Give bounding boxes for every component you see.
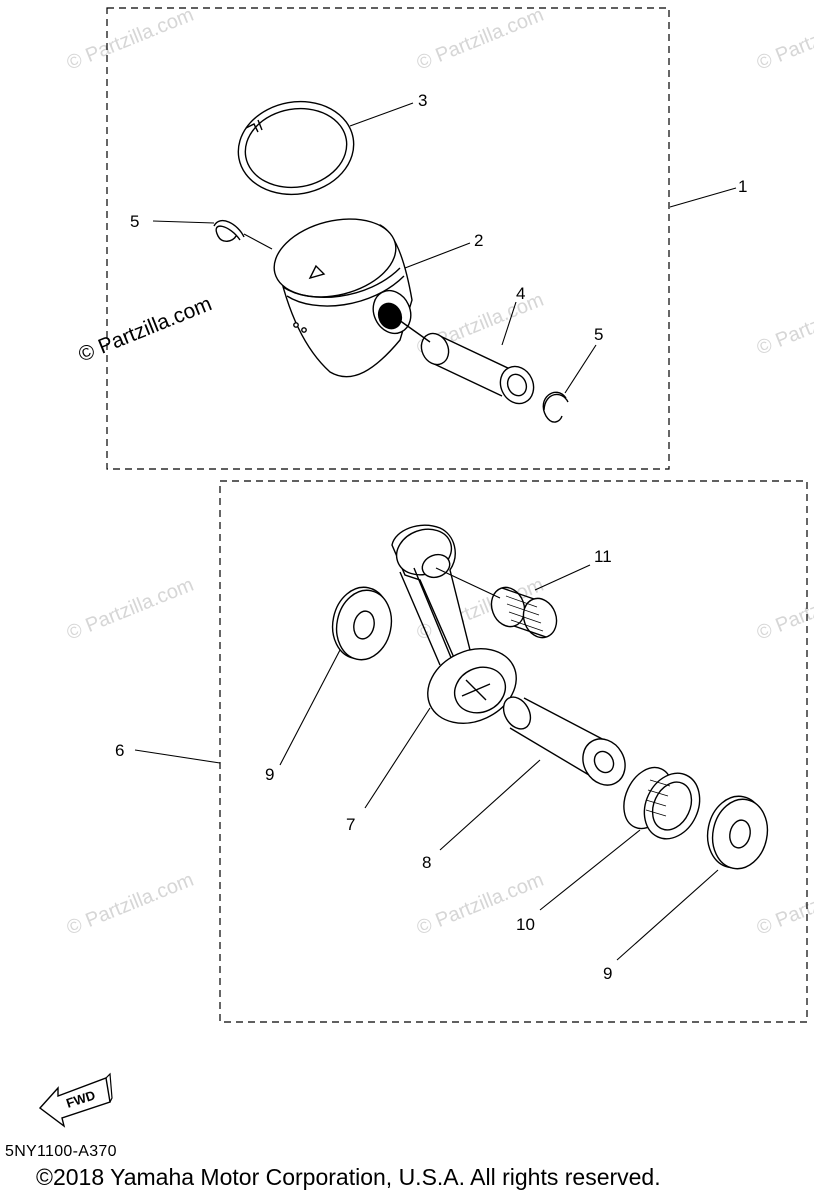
watermark: © Partzilla.com — [64, 869, 197, 940]
watermark: © Partzilla.com — [754, 574, 814, 645]
watermark: © Partzilla.com — [754, 4, 814, 75]
piston-group-box — [106, 7, 670, 470]
big-end-bearing[interactable] — [615, 760, 710, 848]
watermark: © Partzilla.com — [414, 4, 547, 75]
callout-4: 4 — [516, 284, 525, 303]
callout-9: 9 — [265, 765, 274, 784]
watermark-prominent: © Partzilla.com — [75, 292, 215, 366]
callout-2: 2 — [474, 231, 483, 250]
piston[interactable] — [266, 207, 418, 378]
piston-ring[interactable] — [231, 93, 361, 204]
piston-pin[interactable] — [398, 319, 540, 409]
callout-1: 1 — [738, 177, 747, 196]
callout-11: 11 — [594, 547, 612, 566]
callouts: 3 1 5 2 4 5 11 6 9 7 8 10 9 — [115, 91, 747, 983]
watermark: © Partzilla.com — [754, 289, 814, 360]
circlip-upper[interactable] — [213, 220, 245, 242]
washer-lower[interactable] — [701, 791, 774, 874]
callout-6: 6 — [115, 741, 124, 760]
watermarks: © Partzilla.com © Partzilla.com © Partzi… — [64, 4, 814, 940]
rod-group-box — [219, 480, 808, 1023]
circlip-lower[interactable] — [542, 391, 569, 423]
connecting-rod[interactable] — [390, 522, 528, 737]
callout-9: 9 — [603, 964, 612, 983]
callout-7: 7 — [346, 815, 355, 834]
fwd-arrow-icon: FWD — [38, 1072, 113, 1128]
leader-lines — [134, 102, 737, 961]
callout-5: 5 — [130, 212, 139, 231]
callout-10: 10 — [516, 915, 535, 934]
small-end-bearing[interactable] — [486, 583, 562, 643]
copyright-notice: ©2018 Yamaha Motor Corporation, U.S.A. A… — [36, 1164, 661, 1190]
callout-5: 5 — [594, 325, 603, 344]
watermark: © Partzilla.com — [64, 574, 197, 645]
watermark: © Partzilla.com — [64, 4, 197, 75]
crank-pin[interactable] — [498, 692, 633, 793]
callout-8: 8 — [422, 853, 431, 872]
watermark: © Partzilla.com — [754, 869, 814, 940]
washer-upper[interactable] — [326, 582, 398, 665]
part-code: 5NY1100-A370 — [5, 1143, 117, 1160]
callout-3: 3 — [418, 91, 427, 110]
